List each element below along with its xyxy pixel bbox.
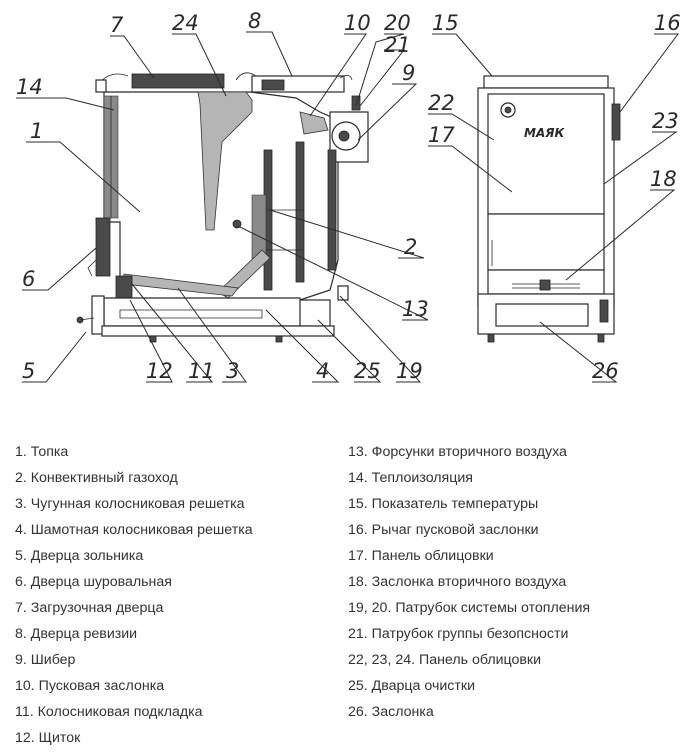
legend-item: 5. Дверца зольника xyxy=(15,548,144,564)
legend-item: 25. Дварца очистки xyxy=(348,678,476,694)
legend-item: 19, 20. Патрубок системы отопления xyxy=(348,600,591,616)
callout-1: 1 xyxy=(30,119,43,143)
callout-11: 11 xyxy=(188,359,215,383)
legend-item: 21. Патрубок группы безопсности xyxy=(348,626,569,642)
legend-item: 1. Топка xyxy=(15,444,69,460)
callout-25: 25 xyxy=(354,359,381,383)
legend-item: 14. Теплоизоляция xyxy=(348,470,473,486)
callout-9: 9 xyxy=(402,61,415,85)
legend-item: 16. Рычаг пусковой заслонки xyxy=(348,522,539,538)
callout-numbers: 14 1 7 24 8 10 20 21 9 6 5 12 11 3 4 25 … xyxy=(16,9,681,383)
brand-label: МАЯК xyxy=(524,126,565,140)
callout-23: 23 xyxy=(652,109,679,133)
boiler-side-section xyxy=(76,72,369,343)
legend-item: 12. Щиток xyxy=(15,730,81,746)
callout-18: 18 xyxy=(650,167,677,191)
legend-item: 15. Показатель температуры xyxy=(348,496,539,512)
leader-lines xyxy=(16,31,679,383)
callout-7: 7 xyxy=(110,13,124,37)
callout-17: 17 xyxy=(428,123,455,147)
callout-6: 6 xyxy=(22,267,35,291)
callout-19: 19 xyxy=(396,359,423,383)
callout-4: 4 xyxy=(316,359,329,383)
legend-item: 6. Дверца шуровальная xyxy=(15,574,172,590)
callout-20: 20 xyxy=(384,11,411,35)
callout-2: 2 xyxy=(404,235,417,259)
legend-item: 2. Конвективный газоход xyxy=(15,470,178,486)
legend-item: 13. Форсунки вторичного воздуха xyxy=(348,444,567,460)
legend-item: 26. Заслонка xyxy=(348,704,434,720)
legend-item: 7. Загрузочная дверца xyxy=(15,600,164,616)
callout-26: 26 xyxy=(592,359,619,383)
legend-item: 11. Колосниковая подкладка xyxy=(15,704,203,720)
legend-item: 9. Шибер xyxy=(15,652,76,668)
boiler-diagram: МАЯК xyxy=(16,9,681,383)
callout-10: 10 xyxy=(344,11,371,35)
legend-left: 1. Топка 2. Конвективный газоход 3. Чугу… xyxy=(15,439,253,751)
legend-item: 8. Дверца ревизии xyxy=(15,626,138,642)
callout-15: 15 xyxy=(432,11,459,35)
callout-14: 14 xyxy=(16,75,43,99)
legend-item: 4. Шамотная колосниковая решетка xyxy=(15,522,253,538)
callout-16: 16 xyxy=(654,11,681,35)
legend-item: 18. Заслонка вторичного воздуха xyxy=(348,574,567,590)
callout-24: 24 xyxy=(172,11,199,35)
legend-item: 3. Чугунная колосниковая решетка xyxy=(15,496,245,512)
boiler-front-view: МАЯК xyxy=(477,75,621,343)
legend-right: 13. Форсунки вторичного воздуха 14. Тепл… xyxy=(348,439,590,725)
callout-8: 8 xyxy=(248,9,261,33)
callout-22: 22 xyxy=(428,91,455,115)
legend-item: 17. Панель облицовки xyxy=(348,548,494,564)
callout-12: 12 xyxy=(146,359,173,383)
callout-5: 5 xyxy=(22,359,35,383)
callout-13: 13 xyxy=(402,297,429,321)
legend-item: 22, 23, 24. Панель облицовки xyxy=(348,652,542,668)
legend-item: 10. Пусковая заслонка xyxy=(15,678,165,694)
callout-21: 21 xyxy=(384,33,411,57)
callout-3: 3 xyxy=(226,359,239,383)
